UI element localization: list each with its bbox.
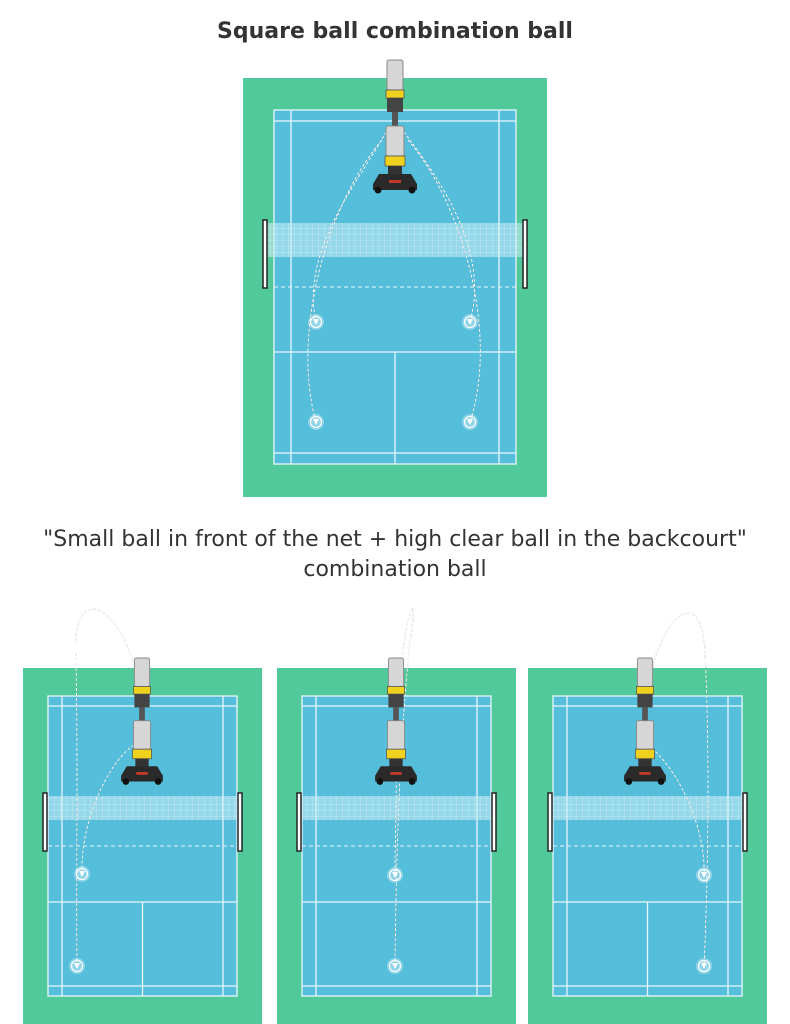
court-3-net-post-left	[296, 792, 302, 852]
landing-3-back	[387, 958, 403, 974]
trajectory-2-clear	[75, 608, 139, 967]
trajectory-1c	[307, 139, 383, 423]
court-2-net-post-right	[237, 792, 243, 852]
court-1-net-post-left	[262, 219, 268, 289]
court-4-net-post-left	[547, 792, 553, 852]
trajectory-4-drop	[647, 744, 705, 876]
trajectory-1d	[407, 139, 481, 423]
landing-1-front-right	[462, 314, 478, 330]
trajectory-4-clear	[649, 612, 709, 967]
landing-1-back-right	[462, 414, 478, 430]
launcher-4	[624, 657, 666, 785]
landing-2-front	[74, 866, 90, 882]
court-2-net-post-left	[42, 792, 48, 852]
landing-3-front	[387, 867, 403, 883]
court-4-net-mesh	[552, 796, 743, 820]
landing-4-front	[696, 867, 712, 883]
section-1-title: Square ball combination ball	[217, 19, 573, 44]
section-2-title: "Small ball in front of the net + high c…	[0, 525, 790, 585]
launcher-2	[121, 657, 163, 785]
section-2-title-line-1: "Small ball in front of the net + high c…	[43, 527, 747, 552]
trajectory-1b	[403, 131, 475, 323]
section-2-title-line-2: combination ball	[303, 557, 487, 582]
court-3-net-post-right	[491, 792, 497, 852]
landing-1-back-left	[308, 414, 324, 430]
court-1-net-post-right	[522, 219, 528, 289]
launcher-1	[373, 59, 417, 194]
court-3-net-mesh	[301, 796, 492, 820]
landing-4-back	[696, 958, 712, 974]
court-4-net-post-right	[742, 792, 748, 852]
landing-2-back	[69, 958, 85, 974]
court-4	[528, 668, 767, 1024]
court-2-net-mesh	[47, 796, 238, 820]
landing-1-front-left	[308, 314, 324, 330]
launcher-3	[375, 657, 417, 785]
court-1-net-mesh	[267, 223, 523, 257]
trajectory-3-clear	[394, 607, 414, 967]
trajectory-2-drop	[81, 744, 135, 875]
